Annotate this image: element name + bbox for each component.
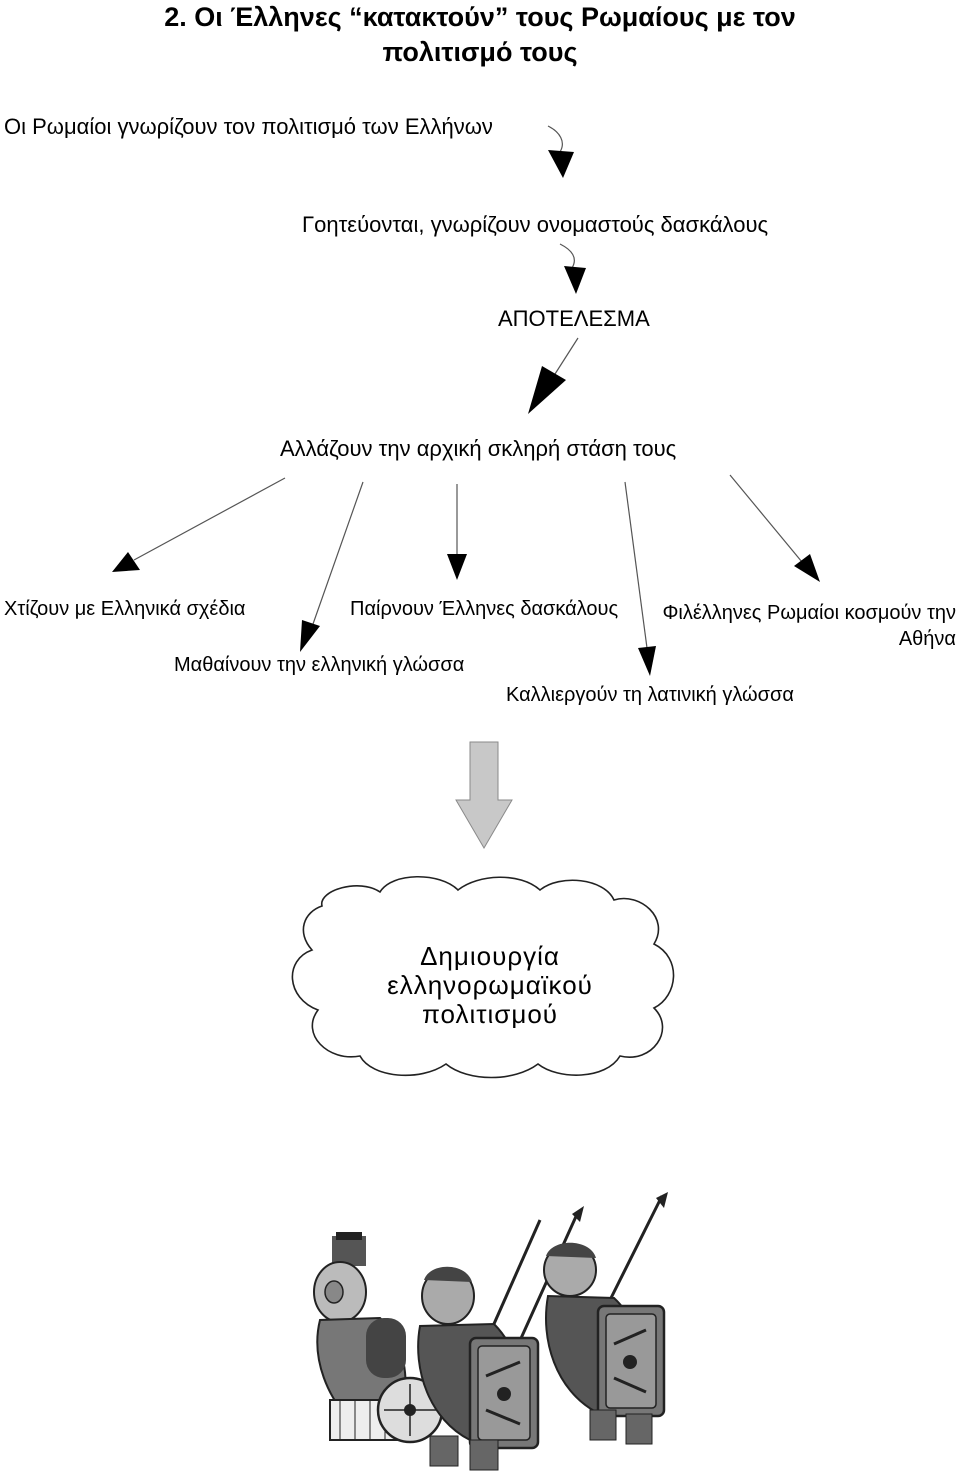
node-philhellenes-line-1: Φιλέλληνες Ρωμαίοι κοσμούν την <box>662 602 956 624</box>
soldier-right <box>543 1242 666 1445</box>
node-philhellenes: Φιλέλληνες Ρωμαίοι κοσμούν την Αθήνα <box>662 600 956 652</box>
title-line-1: 2. Οι Έλληνες “κατακτούν” τους Ρωμαίους … <box>164 2 796 32</box>
soldier-left <box>313 1232 444 1444</box>
node-change: Αλλάζουν την αρχική σκληρή στάση τους <box>280 436 677 461</box>
cloud-shape <box>291 875 675 1079</box>
page-title: 2. Οι Έλληνες “κατακτούν” τους Ρωμαίους … <box>0 0 960 70</box>
cloud-label: Δημιουργία ελληνορωμαϊκού πολιτισμού <box>330 942 650 1029</box>
title-line-2: πολιτισμό τους <box>382 37 578 67</box>
fan-arrow-learn <box>300 481 364 652</box>
node-charmed: Γοητεύονται, γνωρίζουν ονομαστούς δασκάλ… <box>302 212 769 237</box>
soldier-middle <box>417 1266 540 1471</box>
cloud-line-3: πολιτισμού <box>421 999 559 1029</box>
node-teachers: Παίρνουν Έλληνες δασκάλους <box>350 598 619 620</box>
fan-arrow-teachers <box>447 484 467 580</box>
block-arrow-down <box>455 741 513 849</box>
node-result: ΑΠΟΤΕΛΕΣΜΑ <box>498 306 650 331</box>
curved-arrow-1 <box>547 125 574 178</box>
cloud-line-2: ελληνορωμαϊκού <box>387 970 593 1000</box>
node-philhellenes-line-2: Αθήνα <box>898 628 956 650</box>
roman-soldiers-illustration <box>313 1192 668 1471</box>
node-build: Χτίζουν με Ελληνικά σχέδια <box>4 598 246 620</box>
result-arrow <box>528 337 579 414</box>
fan-arrow-philhellenes <box>729 474 820 582</box>
fan-arrow-latin <box>624 481 656 676</box>
node-know: Οι Ρωμαίοι γνωρίζουν τον πολιτισμό των Ε… <box>4 114 493 139</box>
fan-arrow-build <box>112 477 286 572</box>
cloud-line-1: Δημιουργία <box>420 941 560 971</box>
node-learn: Μαθαίνουν την ελληνική γλώσσα <box>174 654 465 676</box>
node-latin: Καλλιεργούν τη λατινική γλώσσα <box>506 684 794 706</box>
curved-arrow-2 <box>559 243 586 294</box>
